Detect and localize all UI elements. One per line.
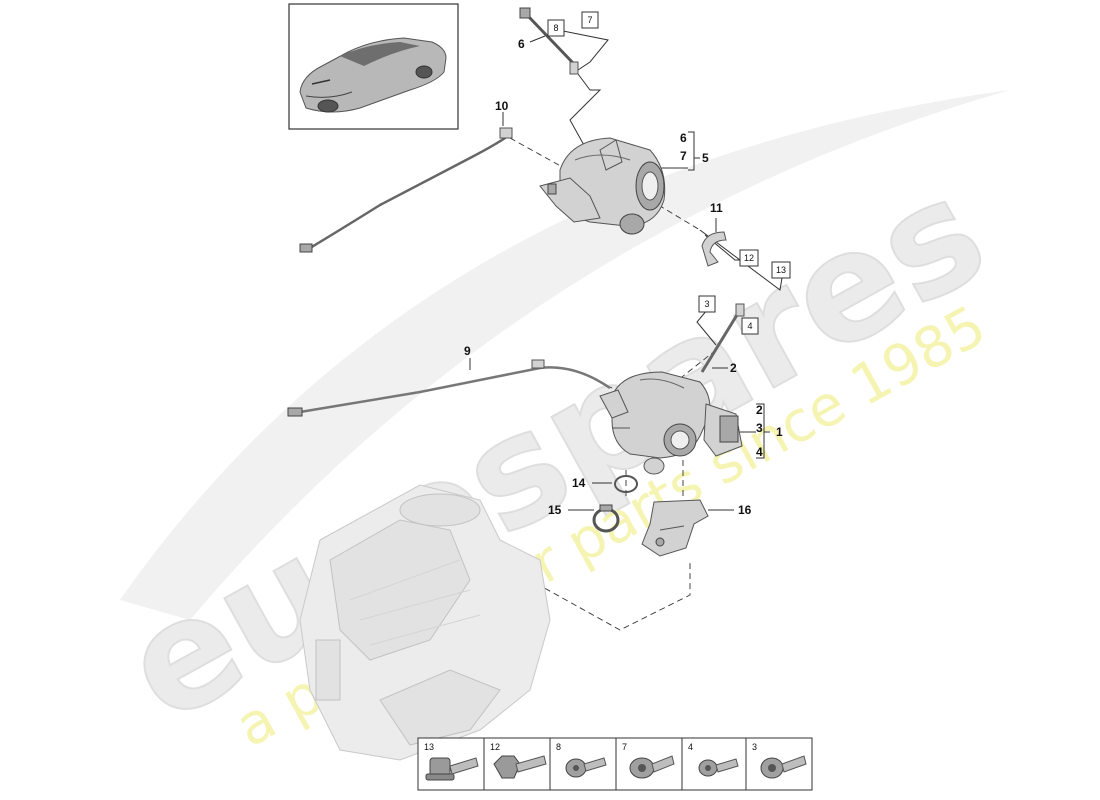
- torx-screw-icon: [629, 755, 675, 779]
- box-ref-4: 4: [741, 317, 759, 335]
- callout-10: 10: [495, 99, 509, 113]
- vehicle-thumbnail: [288, 3, 459, 130]
- box-ref-12: 12: [739, 249, 759, 267]
- sensor-2: [700, 303, 745, 373]
- clamp-15: [592, 504, 620, 533]
- box-ref-4-label: 4: [747, 321, 752, 331]
- callout-5: 5: [702, 151, 709, 165]
- exhaust-sensor-9: [287, 359, 611, 417]
- callout-9: 9: [464, 344, 471, 358]
- callout-2-sensor: 2: [730, 361, 737, 375]
- callout-14: 14: [572, 476, 586, 490]
- fastener-cell-7: 7: [622, 742, 675, 779]
- callout-6-bracket: 6: [680, 131, 687, 145]
- box-ref-8: 8: [547, 19, 565, 37]
- callout-11: 11: [710, 201, 723, 215]
- callout-15: 15: [548, 503, 562, 517]
- boxed-references: 8 7 12 13 3 4: [547, 11, 791, 335]
- box-ref-12-label: 12: [744, 253, 754, 263]
- torx-screw-icon: [698, 758, 739, 777]
- bracket-16: [641, 499, 709, 557]
- torx-screw-icon: [760, 755, 807, 779]
- lower-turbocharger: [599, 371, 743, 475]
- fastener-number: 8: [556, 742, 561, 752]
- fastener-table: 13 12 8 7: [417, 737, 813, 791]
- callout-4-bracket: 4: [756, 445, 763, 459]
- box-ref-13-label: 13: [776, 265, 786, 275]
- callout-16: 16: [738, 503, 752, 517]
- callout-6-top: 6: [518, 37, 525, 51]
- box-ref-13: 13: [771, 261, 791, 279]
- callout-3-bracket: 3: [756, 421, 763, 435]
- box-ref-8-label: 8: [553, 23, 558, 33]
- fastener-cell-4: 4: [688, 742, 739, 777]
- box-ref-7-label: 7: [587, 15, 592, 25]
- callout-1: 1: [776, 425, 783, 439]
- fastener-number: 3: [752, 742, 757, 752]
- fastener-cell-8: 8: [556, 742, 607, 778]
- callout-2-bracket: 2: [756, 403, 763, 417]
- fastener-number: 12: [490, 742, 500, 752]
- fastener-number: 13: [424, 742, 434, 752]
- box-ref-3-label: 3: [704, 299, 709, 309]
- fastener-number: 4: [688, 742, 693, 752]
- upper-turbocharger: [539, 137, 666, 235]
- hex-bolt-icon: [493, 755, 547, 779]
- box-ref-7: 7: [581, 11, 599, 29]
- watermark-swoosh: [120, 90, 1010, 620]
- clamp-11: [701, 231, 727, 267]
- fastener-cell-13: 13: [424, 742, 479, 781]
- exhaust-sensor-10: [299, 127, 513, 253]
- flange-bolt-icon: [425, 757, 479, 781]
- exhaust-sensor-6: [519, 7, 579, 75]
- gasket-14: [614, 475, 638, 493]
- car-image: [299, 37, 447, 113]
- fastener-cell-12: 12: [490, 742, 547, 779]
- torx-screw-icon: [565, 757, 607, 778]
- box-ref-3: 3: [698, 295, 716, 313]
- callout-7-bracket: 7: [680, 149, 687, 163]
- fastener-cell-3: 3: [752, 742, 807, 779]
- fastener-number: 7: [622, 742, 627, 752]
- engine-block: [299, 484, 551, 761]
- leader-lines: [439, 27, 783, 631]
- callout-labels: 6 10 6 7 5 11 9 2 2 3 4 1 14 15 16: [464, 37, 783, 517]
